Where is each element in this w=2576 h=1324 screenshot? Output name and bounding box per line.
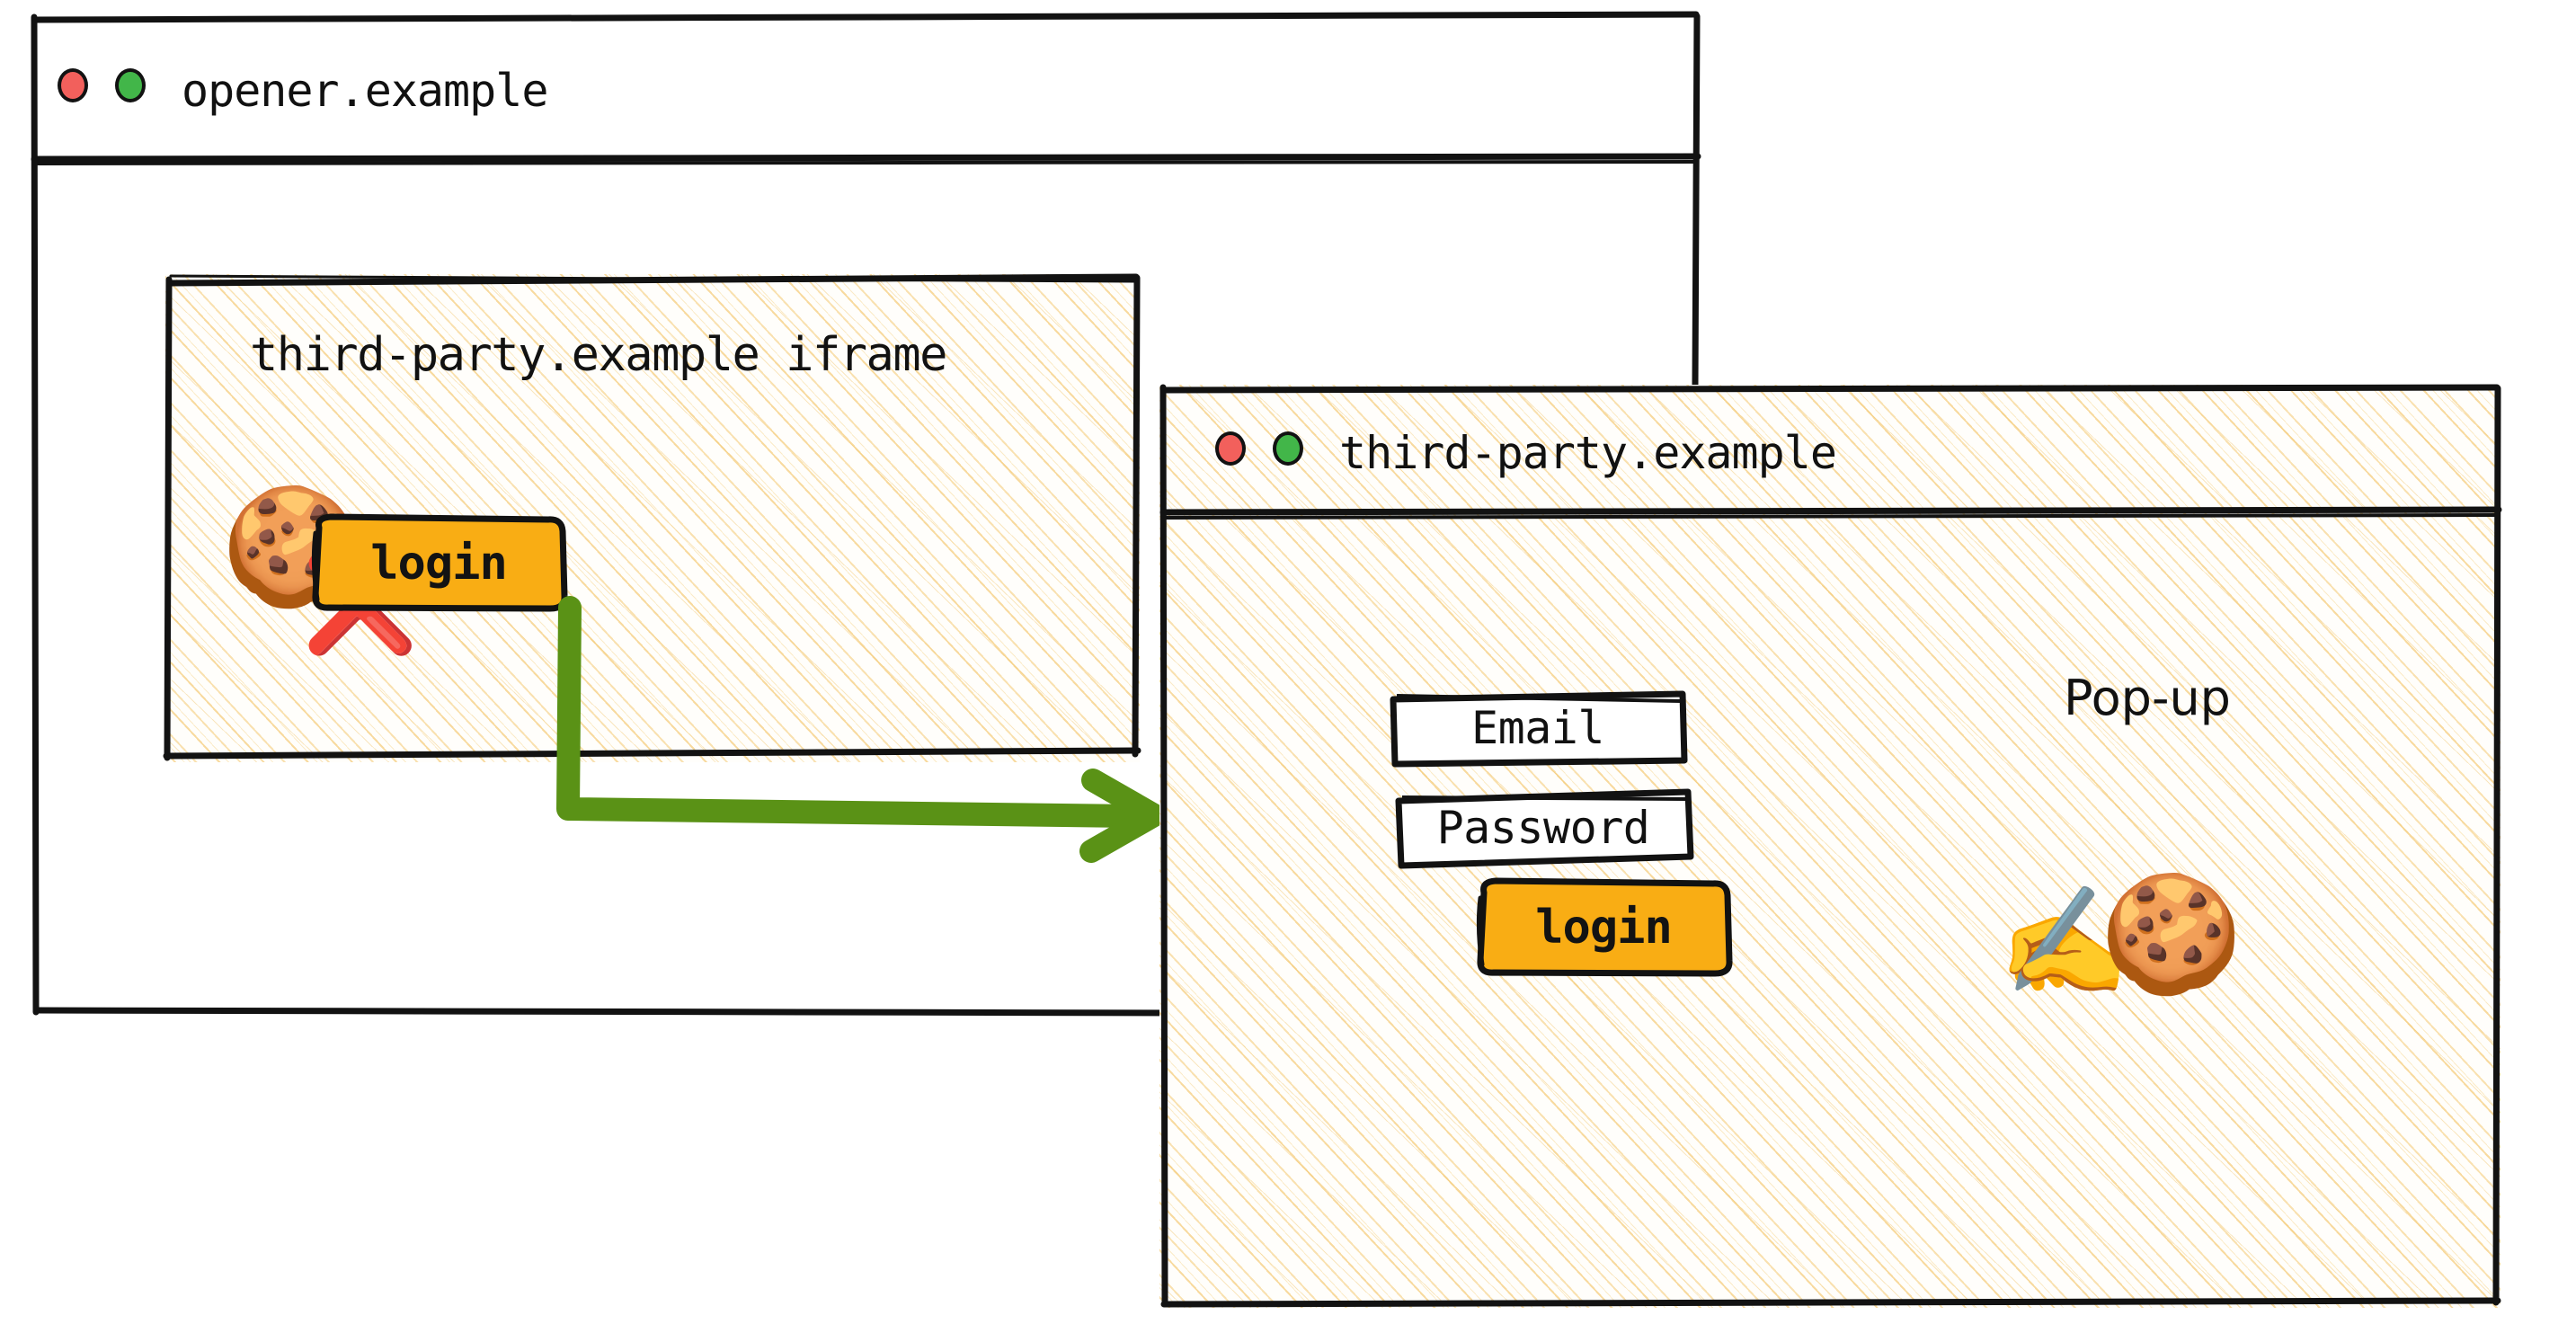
opener-traffic-lights xyxy=(58,68,146,102)
iframe-login-button-label: login xyxy=(370,537,508,591)
popup-traffic-lights xyxy=(1215,431,1303,466)
popup-body xyxy=(1159,516,2500,1308)
email-field-label: Email xyxy=(1470,702,1605,754)
popup-window: third-party.example Email Password log xyxy=(1159,384,2502,1308)
cookie-icon: 🍪 xyxy=(2100,867,2243,1001)
password-field[interactable]: Password xyxy=(1395,788,1694,869)
popup-caption: Pop-up xyxy=(2064,670,2231,726)
third-party-iframe: third-party.example iframe 🍪 ❌ login xyxy=(163,273,1141,762)
close-dot[interactable] xyxy=(58,68,88,102)
iframe-login-button[interactable]: login xyxy=(311,513,568,612)
writing-hand-icon: ✍️ xyxy=(1998,879,2130,1003)
close-dot[interactable] xyxy=(1215,431,1246,466)
iframe-label: third-party.example iframe xyxy=(250,328,947,382)
iframe-login-button-ghost xyxy=(312,302,560,388)
popup-titlebar xyxy=(1159,385,2500,516)
popup-window-title: third-party.example xyxy=(1339,427,1837,479)
maximize-dot[interactable] xyxy=(115,68,146,102)
email-field[interactable]: Email xyxy=(1390,690,1688,768)
popup-login-button-shape xyxy=(1476,877,1733,977)
popup-login-button-label: login xyxy=(1535,901,1673,955)
opener-titlebar xyxy=(32,13,1700,162)
maximize-dot[interactable] xyxy=(1273,431,1303,466)
password-field-label: Password xyxy=(1436,802,1650,854)
password-field-outline xyxy=(1395,788,1694,869)
opener-window-title: opener.example xyxy=(182,65,548,117)
popup-login-button[interactable]: login xyxy=(1476,877,1733,977)
email-field-outline xyxy=(1390,690,1688,768)
